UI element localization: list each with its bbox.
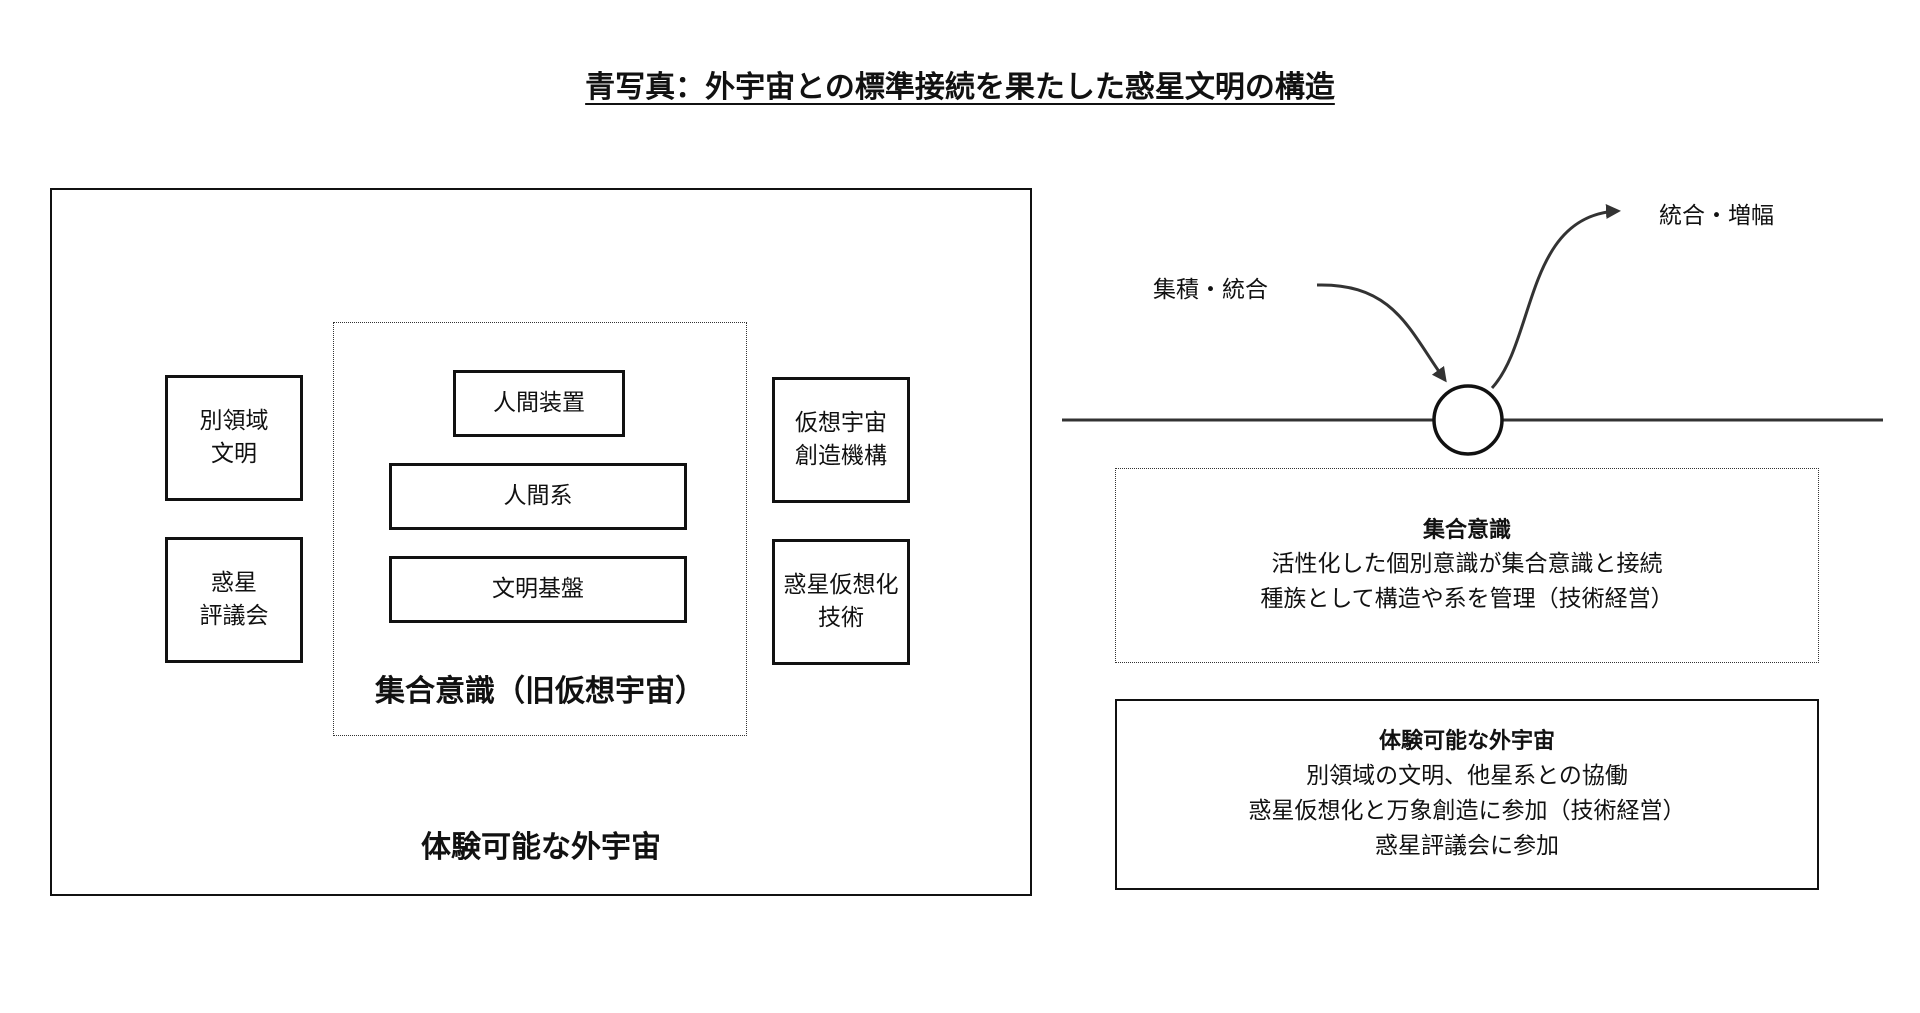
- collective-consciousness-frame: [333, 322, 747, 736]
- planet-virtualization-line-1: 惑星仮想化: [783, 571, 899, 598]
- planetary-council-line-2: 評議会: [199, 603, 269, 629]
- outflow-label: 統合・増幅: [1659, 203, 1774, 229]
- collective-consciousness-description: 集合意識 活性化した個別意識が集合意識と接続 種族として構造や系を管理（技術経営…: [1115, 468, 1819, 663]
- collective-consciousness-label: 集合意識（旧仮想宇宙）: [375, 674, 705, 709]
- planet-virtualization-box: 惑星仮想化 技術: [772, 539, 910, 665]
- inflow-label: 集積・統合: [1153, 277, 1268, 303]
- planet-virtualization-line-2: 技術: [818, 605, 864, 631]
- human-device-label: 人間装置: [493, 389, 585, 416]
- virtual-universe-line-1: 仮想宇宙: [795, 409, 887, 436]
- other-domain-line-2: 文明: [211, 441, 257, 467]
- virtual-universe-creation-box: 仮想宇宙 創造機構: [772, 377, 910, 503]
- outflow-arrow: [1490, 204, 1621, 390]
- planetary-council-box: 惑星 評議会: [165, 537, 303, 663]
- other-domain-civilization-box: 別領域 文明: [165, 375, 303, 501]
- planetary-council-line-1: 惑星: [211, 569, 257, 596]
- other-domain-line-1: 別領域: [199, 407, 269, 434]
- collective-heading: 集合意識: [1422, 517, 1511, 543]
- human-system-label: 人間系: [503, 482, 573, 509]
- civilization-base-box: 文明基盤: [389, 556, 687, 623]
- diagram-title: 青写真：外宇宙との標準接続を果たした惑星文明の構造: [585, 70, 1335, 105]
- outer-universe-frame: [50, 188, 1032, 896]
- virtual-universe-line-2: 創造機構: [795, 443, 887, 469]
- human-device-box: 人間装置: [453, 370, 625, 437]
- outer-heading: 体験可能な外宇宙: [1378, 729, 1555, 755]
- outer-line-2: 惑星仮想化と万象創造に参加（技術経営）: [1248, 797, 1686, 824]
- collective-line-1: 活性化した個別意識が集合意識と接続: [1271, 551, 1663, 578]
- outer-universe-description: 体験可能な外宇宙 別領域の文明、他星系との協働 惑星仮想化と万象創造に参加（技術…: [1115, 699, 1819, 890]
- inflow-arrow: [1316, 283, 1447, 383]
- outer-line-3: 惑星評議会に参加: [1375, 832, 1559, 859]
- outer-universe-label: 体験可能な外宇宙: [421, 830, 661, 865]
- human-system-box: 人間系: [389, 463, 687, 530]
- connection-node: [1432, 384, 1504, 456]
- outer-line-1: 別領域の文明、他星系との協働: [1306, 762, 1628, 789]
- collective-line-2: 種族として構造や系を管理（技術経営）: [1260, 586, 1674, 613]
- civilization-base-label: 文明基盤: [492, 575, 584, 602]
